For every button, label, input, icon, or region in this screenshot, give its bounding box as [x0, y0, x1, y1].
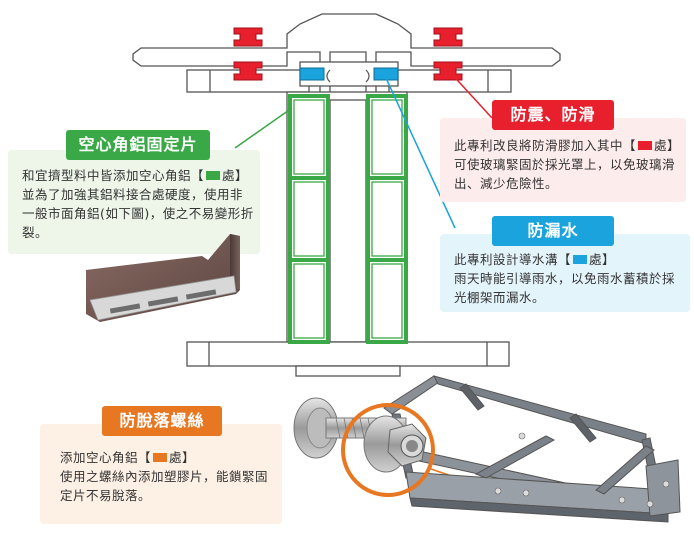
antiquake-callout-body: 此專利改良將防滑膠加入其中【處】 可使玻璃緊固於採光罩上，以免玻璃滑出、減少危險…: [454, 138, 681, 191]
water-channel-markers: [299, 67, 399, 81]
leader-line-aluminum: [234, 107, 293, 149]
antiloose-callout-title: 防脫落螺絲: [102, 406, 222, 436]
anti-slip-gasket-markers: [233, 27, 463, 81]
antileak-callout-body: 此專利設計導水溝【處】 雨天時能引導雨水，以免雨水蓄積於採光棚架而漏水。: [454, 252, 676, 305]
green-marker-swatch: [206, 171, 221, 180]
main-extrusion-body: [286, 91, 408, 343]
antiquake-callout-title: 防震、防滑: [492, 100, 614, 130]
antiloose-callout-body: 添加空心角鋁【處】 使用之螺絲內添加塑膠片，能鎖緊固定片不易脫落。: [60, 450, 269, 503]
antiquake-callout-panel: [440, 118, 686, 202]
orange-marker-swatch: [153, 453, 168, 462]
aluminum-callout-panel: [8, 150, 260, 254]
hollow-angle-aluminum-markers: [288, 94, 408, 344]
magnifier-circle: [341, 403, 435, 497]
leader-line-antiquake: [447, 69, 493, 119]
angle-aluminum-photo-icon: [86, 234, 240, 322]
antileak-callout-panel: [440, 234, 690, 312]
aluminum-callout-body: 和宜擠型料中皆添加空心角鋁【處】 並為了加強其鋁料接合處硬度，使用非一般市面角鋁…: [22, 168, 254, 240]
red-marker-swatch: [638, 141, 653, 150]
antileak-callout-title: 防漏水: [492, 216, 614, 246]
frame-photo-icon: [383, 375, 681, 523]
aluminum-callout-title: 空心角鋁固定片: [66, 130, 210, 160]
top-cap-profile: [132, 13, 561, 101]
leader-line-antileak: [385, 77, 456, 229]
blue-marker-swatch: [573, 255, 588, 264]
antiloose-callout-panel: [40, 424, 282, 524]
bottom-profile: [186, 341, 510, 377]
